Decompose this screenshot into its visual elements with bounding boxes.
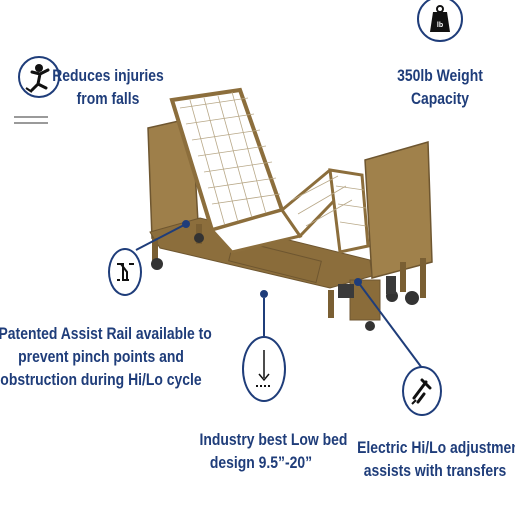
assist-rail-line2: prevent pinch points and [18, 347, 184, 366]
assist-rail-line3: obstruction during Hi/Lo cycle [0, 370, 202, 389]
low-bed-line1: Industry best Low bed [199, 430, 348, 449]
electric-plug-icon [402, 366, 442, 416]
assist-rail-line1: Patented Assist Rail available to [0, 324, 212, 343]
low-bed-arrow-icon [242, 336, 286, 402]
falls-line1: Reduces injuries [52, 66, 164, 85]
weight-feature-label: 350lb Weight Capacity [387, 64, 494, 110]
weight-icon: lb [417, 0, 463, 42]
weight-line2: Capacity [410, 89, 470, 108]
callout-lines [135, 220, 423, 369]
weight-glyph: lb [437, 22, 443, 29]
hospital-bed-image [147, 87, 433, 331]
assist-rail-pointer-dot [182, 220, 190, 228]
low-bed-feature-label: Industry best Low bed design 9.5”-20” [199, 428, 348, 474]
assist-rail-icon [108, 248, 142, 296]
hilo-line1: Electric Hi/Lo adjustment [357, 438, 515, 457]
low-bed-line2: design 9.5”-20” [209, 453, 313, 472]
falls-line2: from falls [76, 89, 140, 108]
floor-lines-decoration [14, 116, 48, 124]
low-bed-pointer-dot [260, 290, 268, 298]
hilo-line2: assists with transfers [363, 461, 507, 480]
assist-rail-feature-label: Patented Assist Rail available to preven… [0, 322, 212, 391]
falls-feature-label: Reduces injuries from falls [51, 64, 166, 110]
hilo-pointer-dot [354, 278, 362, 286]
hilo-feature-label: Electric Hi/Lo adjustment assists with t… [357, 436, 515, 482]
fall-person-icon [18, 56, 60, 98]
weight-line1: 350lb Weight [397, 66, 483, 85]
